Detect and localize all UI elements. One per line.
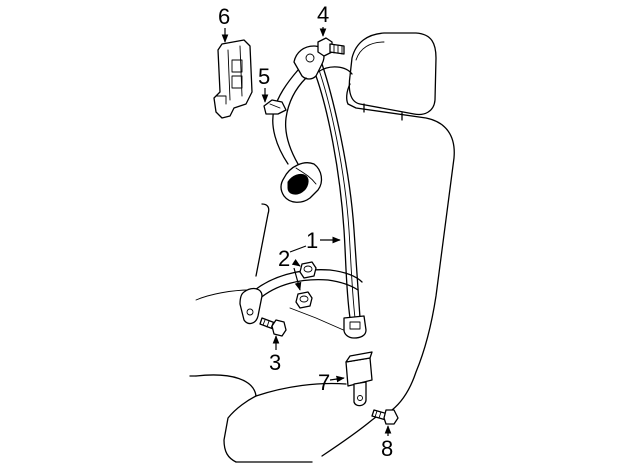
callout-8: 8: [381, 436, 393, 461]
clip-5: [263, 99, 287, 115]
callout-5: 5: [258, 64, 270, 89]
headrest: [348, 32, 437, 116]
callout-1: 1: [306, 228, 318, 253]
bolt-4: [317, 37, 345, 57]
seat-cushion-top: [195, 289, 251, 301]
callout-2: 2: [278, 246, 290, 271]
belt-lower-anchor: [343, 315, 367, 339]
seat-cushion: [195, 374, 257, 463]
callout-3: 3: [269, 350, 281, 375]
seat: [189, 32, 455, 463]
nut-lower: [295, 291, 313, 309]
lap-strap: [239, 269, 363, 325]
buckle-7: [345, 351, 373, 407]
seat-belt-assembly: [272, 45, 367, 339]
callout-6: 6: [218, 4, 230, 29]
anchor-plate: [239, 287, 263, 325]
bolt-8: [371, 409, 399, 425]
nut-upper: [299, 261, 317, 279]
leader-lines: [221, 27, 392, 436]
bolt-3: [259, 317, 287, 337]
seat-back: [317, 66, 455, 411]
height-adjuster-6: [213, 39, 253, 119]
callout-7: 7: [318, 370, 330, 395]
callout-4: 4: [317, 2, 329, 27]
